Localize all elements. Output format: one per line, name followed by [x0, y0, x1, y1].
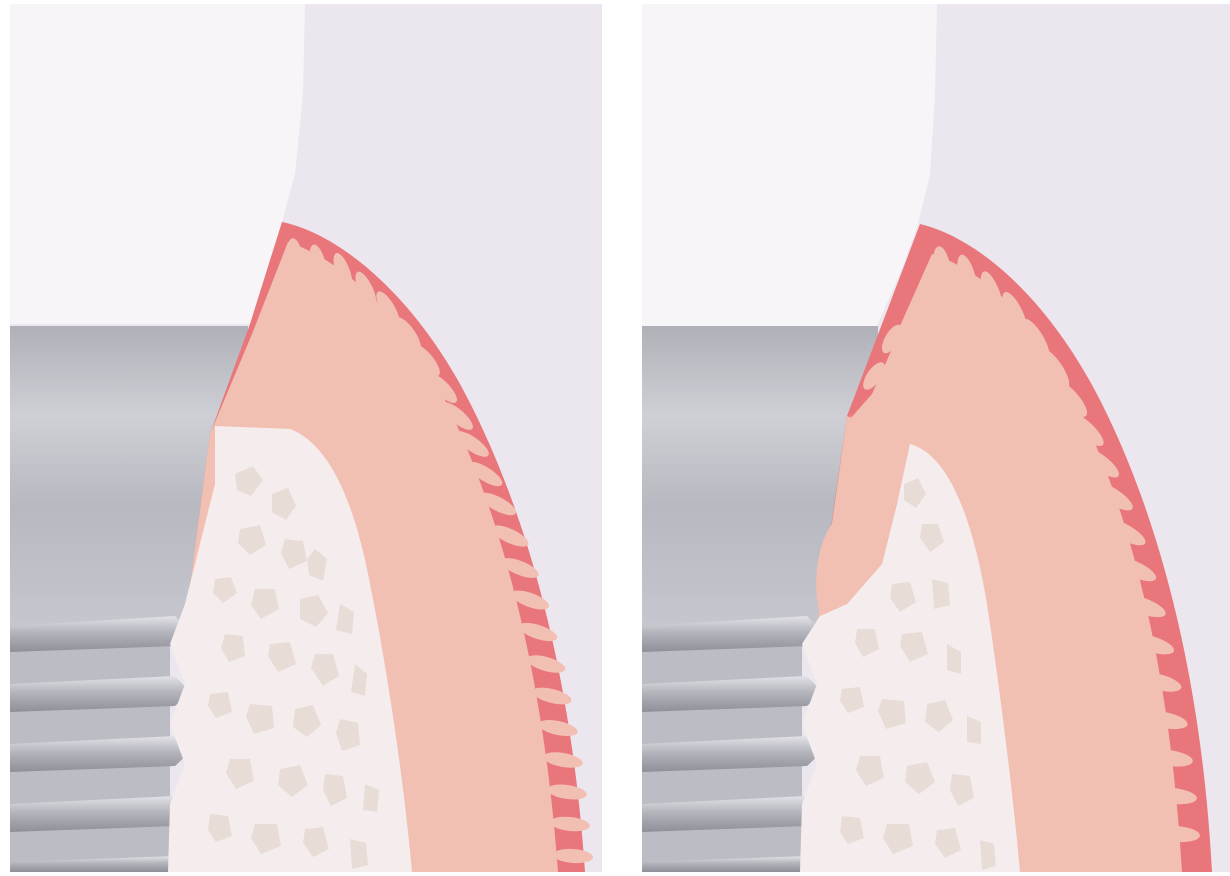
panel-right-illustration — [642, 4, 1230, 872]
panel-right — [642, 4, 1230, 872]
panel-left — [10, 4, 602, 872]
crown — [642, 4, 937, 326]
panel-left-illustration — [10, 4, 602, 872]
crown — [10, 4, 305, 324]
